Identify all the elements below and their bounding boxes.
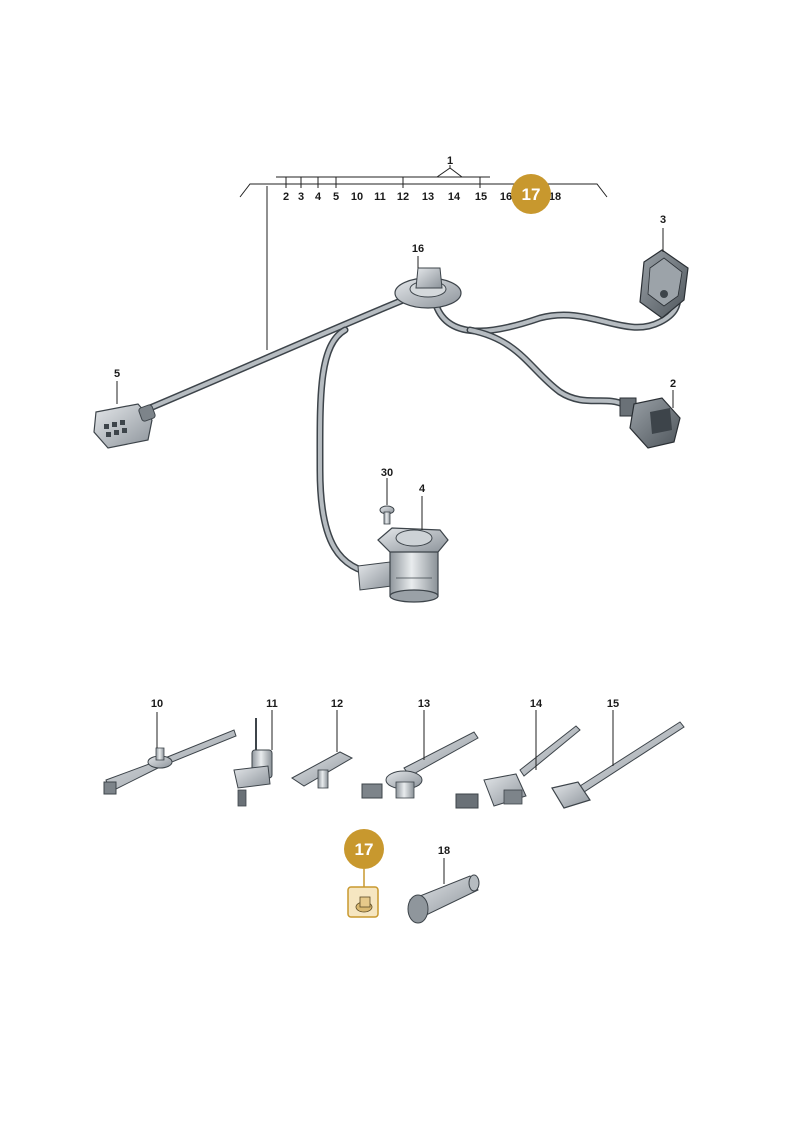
- cable-tie-15: 15: [551, 698, 685, 809]
- label-18: 18: [438, 845, 450, 857]
- bracket-label-18: 18: [549, 191, 561, 203]
- screw-30: 30: [379, 467, 395, 525]
- badge-circle-bottom[interactable]: [344, 829, 384, 869]
- bracket-label-4: 4: [315, 191, 322, 203]
- highlight-badge-top[interactable]: 17: [511, 174, 551, 214]
- bracket-label-2: 2: [283, 191, 289, 203]
- actuator-4: 4: [357, 483, 449, 603]
- label-12: 12: [331, 698, 343, 710]
- label-13: 13: [418, 698, 430, 710]
- label-11: 11: [266, 698, 278, 710]
- label-30: 30: [381, 467, 393, 479]
- bracket-label-10: 10: [351, 191, 363, 203]
- label-4: 4: [419, 483, 426, 495]
- cable-tie-14: 14: [455, 698, 581, 809]
- connector-5: 5: [93, 368, 156, 449]
- badge-label: 17: [522, 185, 541, 204]
- plug-18: 18: [407, 845, 480, 924]
- badge-label-bottom: 17: [355, 840, 374, 859]
- bracket-label-16: 16: [500, 191, 512, 203]
- label-3: 3: [660, 214, 666, 226]
- bracket-label-12: 12: [397, 191, 409, 203]
- label-14: 14: [530, 698, 543, 710]
- bracket-group: 1 2 3 4 5 10 11 12 13 14 15 16 18 17: [239, 155, 608, 350]
- bracket-label-11: 11: [374, 191, 386, 203]
- label-16: 16: [412, 243, 424, 255]
- label-2: 2: [670, 378, 676, 390]
- label-15: 15: [607, 698, 619, 710]
- label-5: 5: [114, 368, 120, 380]
- connector-2: 2: [619, 378, 681, 449]
- label-1: 1: [447, 155, 453, 167]
- grommet-16: 16: [394, 243, 462, 309]
- highlight-part-17[interactable]: 17: [344, 829, 384, 918]
- bracket-label-15: 15: [475, 191, 487, 203]
- wiring-harness: [146, 292, 682, 578]
- clip-11: 11: [233, 698, 278, 807]
- badge-circle[interactable]: [511, 174, 551, 214]
- cable-tie-10: 10: [103, 698, 237, 795]
- connector-3: 3: [639, 214, 689, 319]
- bracket-line: [239, 183, 608, 198]
- cable-tie-13: 13: [361, 698, 479, 799]
- clip-12: 12: [291, 698, 354, 789]
- label-10: 10: [151, 698, 163, 710]
- bracket-label-13: 13: [422, 191, 434, 203]
- bracket-label-14: 14: [448, 191, 461, 203]
- bracket-label-5: 5: [333, 191, 339, 203]
- bracket-label-3: 3: [298, 191, 304, 203]
- bracket-ticks: [285, 177, 481, 188]
- bracket-apex: [436, 167, 463, 178]
